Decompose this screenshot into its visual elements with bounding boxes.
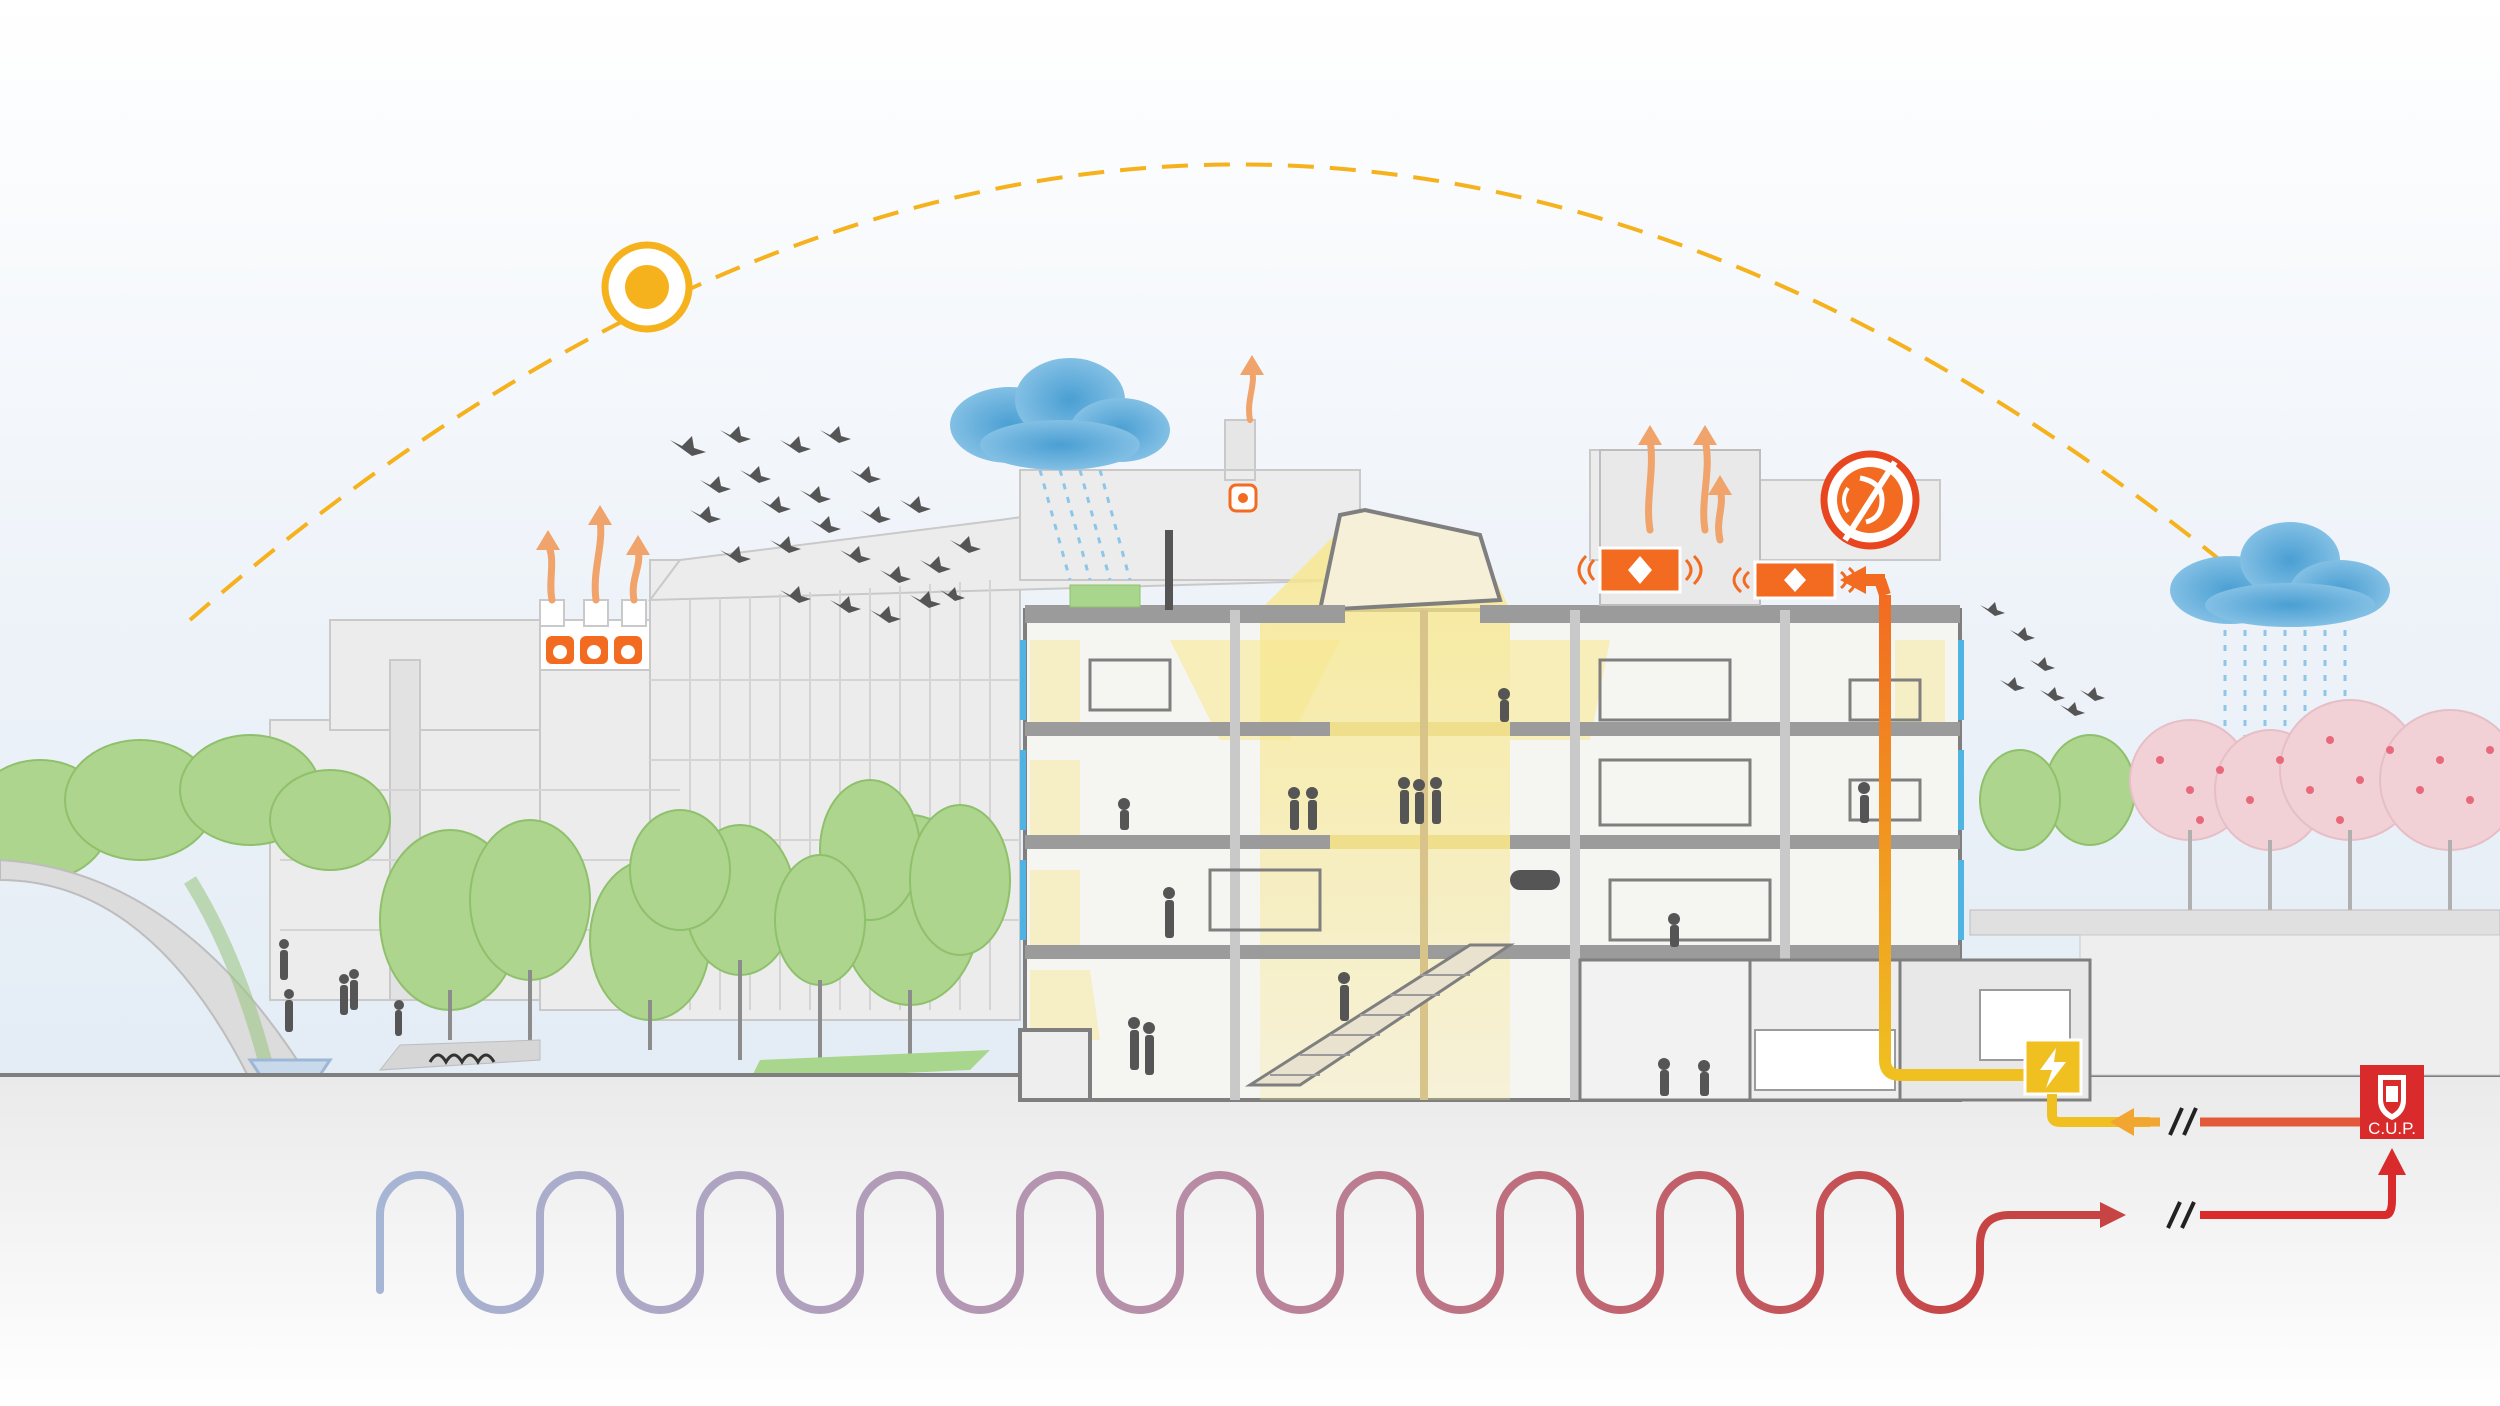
lawn bbox=[750, 1050, 990, 1080]
geothermal-loop bbox=[376, 1171, 2104, 1314]
bench-sculpture bbox=[428, 1053, 496, 1066]
cistern bbox=[2079, 934, 2500, 1076]
chimney bbox=[1224, 355, 1264, 471]
cup-badge: C.U.P. bbox=[2360, 1065, 2424, 1139]
main-building-section bbox=[1018, 449, 2092, 1102]
penthouse-exhaust-arrows bbox=[1638, 425, 1732, 495]
people-silhouettes bbox=[279, 939, 404, 1036]
right-terrace bbox=[1969, 909, 2500, 936]
rain-cloud-icon bbox=[950, 358, 1170, 470]
air-handling-unit-icon bbox=[1598, 546, 1837, 600]
break-mark-icon bbox=[2166, 1201, 2196, 1229]
trees-right bbox=[1979, 699, 2500, 851]
occupants bbox=[1118, 688, 1870, 1096]
blossom-dots bbox=[2156, 736, 2494, 824]
no-noise-icon bbox=[1820, 450, 1920, 550]
exhaust-fan-icon bbox=[1228, 483, 1258, 513]
background-buildings bbox=[269, 419, 1941, 1021]
utility-supply-line bbox=[2047, 1094, 2365, 1136]
rain-cloud-icon bbox=[2170, 522, 2390, 627]
birds-icon bbox=[670, 426, 981, 623]
lightning-icon bbox=[2023, 1038, 2083, 1096]
loop-return-arrow bbox=[2100, 1148, 2406, 1228]
sun-path-arc bbox=[188, 162, 2222, 622]
planter bbox=[378, 1039, 541, 1071]
chilled-water-riser bbox=[1840, 566, 2030, 1081]
cup-label: C.U.P. bbox=[2368, 1119, 2416, 1138]
trees-left bbox=[0, 734, 1011, 1021]
ground bbox=[0, 1075, 2500, 1406]
shield-icon bbox=[2378, 1075, 2406, 1120]
tree-trunks bbox=[448, 960, 912, 1070]
exhaust-fan-icon bbox=[546, 636, 642, 664]
birds-icon bbox=[1980, 602, 2105, 716]
break-mark-icon bbox=[2168, 1107, 2198, 1136]
sun-icon bbox=[601, 241, 693, 333]
rain-streaks bbox=[1038, 469, 1132, 581]
exhaust-plume-arrows bbox=[536, 505, 650, 555]
bioswale bbox=[184, 876, 277, 1082]
